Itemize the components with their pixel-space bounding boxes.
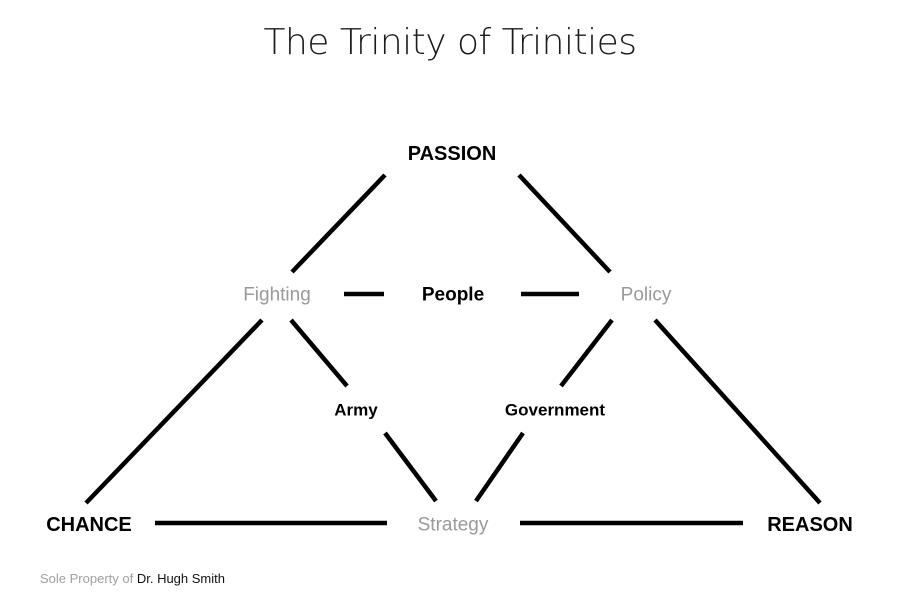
- node-people: People: [421, 284, 485, 306]
- line-policy-reason: [653, 318, 822, 505]
- line-government-strategy: [474, 431, 525, 503]
- line-fighting-chance: [84, 318, 264, 505]
- node-strategy: Strategy: [417, 514, 489, 536]
- node-army: Army: [334, 400, 378, 420]
- credit-author: Dr. Hugh Smith: [136, 571, 225, 586]
- node-chance: CHANCE: [46, 514, 132, 536]
- line-army-strategy: [383, 431, 438, 503]
- node-government: Government: [504, 400, 606, 420]
- node-policy: Policy: [620, 284, 672, 306]
- node-reason: REASON: [767, 514, 853, 536]
- node-fighting: Fighting: [243, 284, 311, 306]
- credit-line: Sole Property of Dr. Hugh Smith: [40, 571, 225, 586]
- credit-prefix: Sole Property of: [40, 571, 134, 586]
- line-policy-government: [559, 318, 614, 388]
- line-fighting-army: [289, 318, 349, 388]
- line-passion-policy: [517, 173, 612, 274]
- diagram-title: The Trinity of Trinities: [263, 22, 637, 63]
- node-passion: PASSION: [407, 143, 497, 165]
- line-passion-fighting: [290, 173, 387, 274]
